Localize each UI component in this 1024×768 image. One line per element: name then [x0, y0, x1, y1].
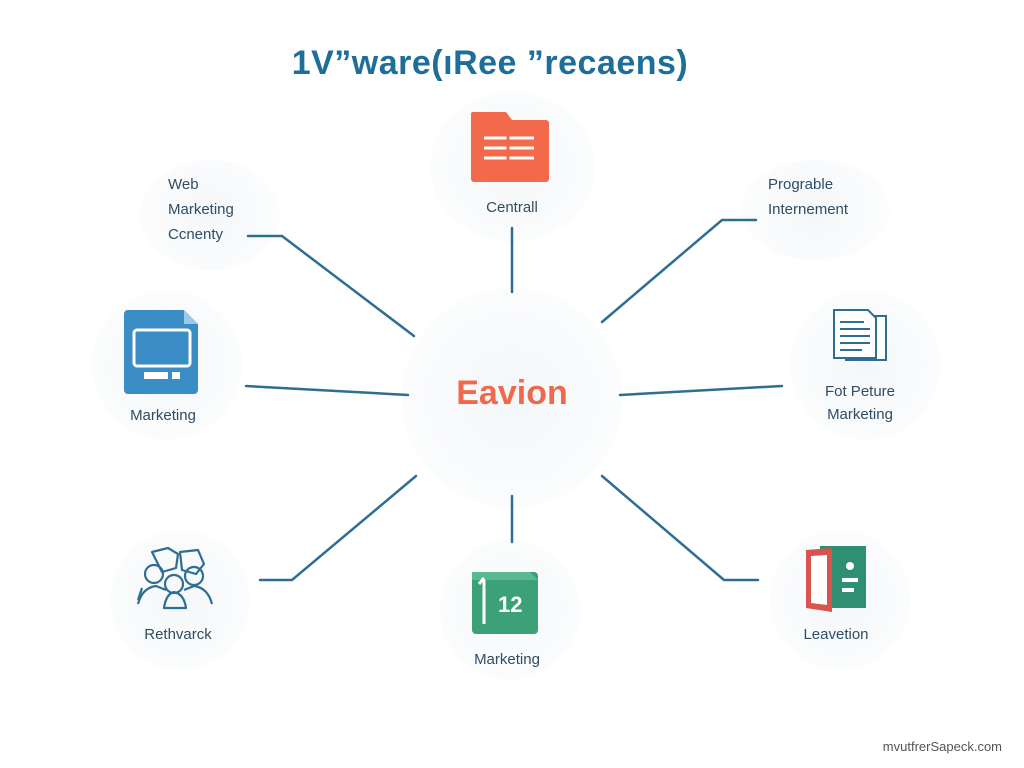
folder-icon: [470, 112, 549, 182]
connector-top-left: [246, 234, 416, 338]
connector-left: [244, 384, 410, 397]
top-left-line-3: Ccnenty: [168, 226, 224, 243]
top-left-line-1: Web: [168, 176, 199, 193]
top-left-line-2: Marketing: [168, 201, 234, 218]
top-left-halo: [140, 160, 280, 270]
right-node-label: Fot Peture Marketing: [812, 380, 908, 426]
top-left-node-label: Web Marketing Ccnenty: [168, 172, 234, 247]
connector-bottom-left: [258, 474, 418, 582]
top-right-line-1: Prograble: [768, 176, 834, 193]
connector-top-right: [600, 218, 758, 324]
right-line-2: Marketing: [827, 406, 893, 423]
center-label: Eavion: [456, 374, 568, 412]
documents-icon: [833, 309, 887, 361]
watermark: mvutfrerSapeck.com: [882, 739, 1002, 754]
bottom-left-node-label: Rethvarck: [144, 626, 212, 643]
people-icon: [136, 546, 214, 610]
monitor-icon: [124, 310, 198, 394]
top-right-node-label: Prograble Internement: [768, 172, 848, 222]
calendar-icon: 12: [472, 572, 538, 634]
top-node-label: Centrall: [486, 199, 538, 216]
center-halo: [402, 288, 622, 508]
top-right-line-2: Internement: [768, 201, 849, 218]
left-node-label: Marketing: [130, 407, 196, 424]
bottom-right-node-label: Leavetion: [803, 626, 869, 643]
svg-text:12: 12: [498, 592, 522, 617]
door-icon: [806, 546, 866, 612]
connector-right: [618, 384, 784, 397]
right-line-1: Fot Peture: [824, 383, 896, 400]
bottom-node-label: Marketing: [474, 651, 540, 668]
top-right-halo: [740, 160, 890, 260]
diagram-title: 1V”ware(ıRee ”recaens): [291, 44, 689, 82]
connector-bottom-right: [600, 474, 760, 582]
